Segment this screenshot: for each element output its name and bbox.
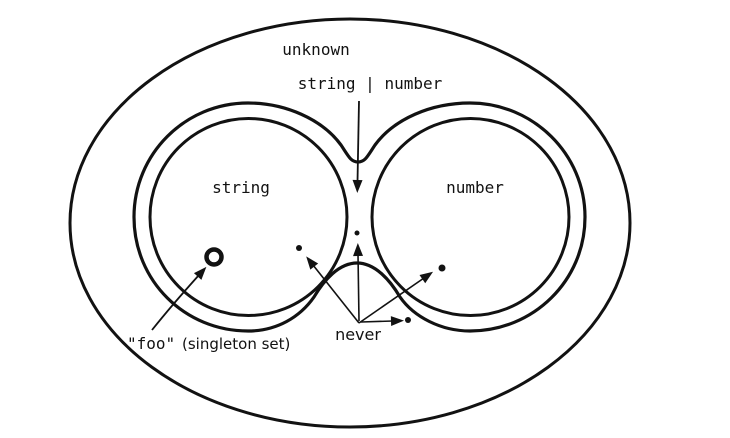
never-arrow-to-outside-dot [360, 316, 404, 327]
union-pointer-arrow [352, 100, 363, 193]
foo-pointer-arrow [151, 266, 207, 331]
string-set-circle [148, 117, 349, 317]
never-arrow-to-number-dot [358, 271, 434, 324]
singleton-note-label: (singleton set) [182, 335, 291, 353]
dot-in-union-gap [354, 230, 360, 236]
number-set-label: number [446, 178, 504, 197]
never-arrow-to-union-gap-dot [353, 243, 364, 322]
foo-singleton-ring [204, 247, 224, 267]
never-label: never [335, 325, 381, 344]
unknown-set-ellipse [68, 17, 632, 429]
number-set-circle [370, 117, 571, 317]
union-label: string | number [297, 74, 443, 93]
string-set-label: string [212, 178, 270, 197]
union-contour [132, 101, 587, 333]
dot-outside-union [405, 317, 411, 323]
unknown-label: unknown [282, 40, 350, 59]
never-arrow-to-string-dot [306, 256, 360, 324]
dot-in-number-set [438, 264, 446, 272]
foo-label: "foo" [127, 334, 176, 353]
dot-in-string-set [296, 245, 302, 251]
